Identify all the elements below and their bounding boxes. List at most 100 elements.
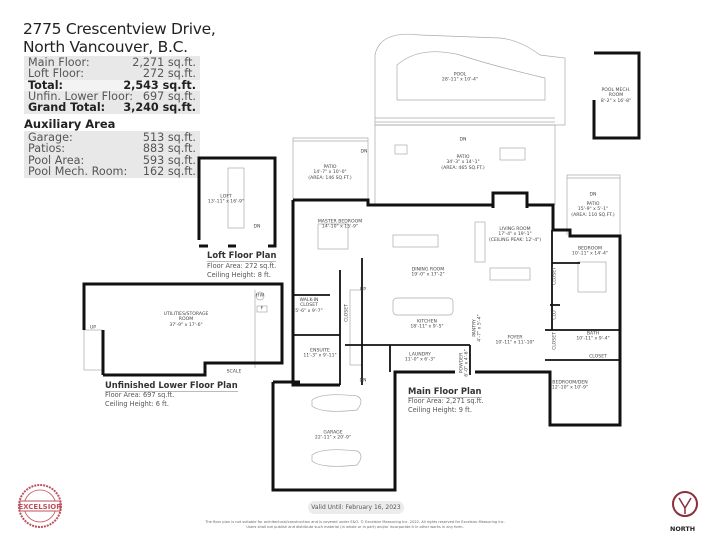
room-label-text: ROOM	[178, 317, 194, 323]
area-value: 3,240 sq.ft.	[123, 101, 196, 115]
lower-walls	[82, 282, 284, 377]
valid-until-badge: Valid Until: February 16, 2023	[308, 501, 404, 514]
closet-label: CLOSET	[589, 354, 607, 360]
room-label-text: 8'-2" x 16'-8"	[600, 98, 632, 104]
room-label-text: 11'-0" x 6'-3"	[404, 358, 436, 363]
pool-deck-outline	[374, 33, 566, 126]
excelsior-stamp-logo: EXCELSIOR	[16, 482, 64, 534]
main-plan-title: Main Floor Plan	[408, 386, 482, 398]
aux-value: 513 sq.ft.	[142, 131, 196, 144]
room-label-text: LIVING ROOM	[499, 226, 531, 232]
auxiliary-table: Garage:513 sq.ft. Patios:883 sq.ft. Pool…	[24, 131, 200, 179]
room-label-text: 22'-11" x 20'-9"	[314, 436, 352, 441]
north-logo	[672, 491, 698, 517]
steps	[375, 117, 555, 123]
loft-plan-info: Floor Area: 272 sq.ft.Ceiling Height: 8 …	[207, 262, 276, 279]
up-label: UP	[89, 325, 97, 331]
room-label-text: KITCHEN	[417, 319, 437, 325]
main-stairs	[349, 289, 363, 366]
dn-label: DN	[359, 378, 367, 384]
aux-value: 593 sq.ft.	[142, 153, 196, 167]
area-value: 272 sq.ft.	[142, 67, 196, 81]
ceiling-height: Ceiling Height: 6 ft.	[105, 399, 169, 408]
room-label-text: (AREA: 146 SQ.FT.)	[308, 175, 352, 181]
patio-right-outline	[566, 174, 621, 235]
area-value: 2,543 sq.ft.	[123, 78, 196, 92]
room-label-text: ROOM	[608, 93, 624, 99]
room-label-text: (CEILING PEAK: 12'-4")	[488, 237, 542, 243]
area-row: Unfin. Lower Floor:697 sq.ft.	[28, 89, 196, 103]
dn-label: DN	[253, 224, 261, 230]
area-row: Main Floor: 2,271 sq.ft.	[28, 56, 196, 69]
room-label-text: DINING ROOM	[411, 267, 445, 273]
patio-left-outline	[292, 137, 369, 200]
area-row: Loft Floor:272 sq.ft.	[28, 67, 196, 81]
floor-area: Floor Area: 697 sq.ft.	[105, 391, 175, 399]
room-label-text: BATH	[586, 331, 600, 337]
auxiliary-title: Auxiliary Area	[24, 117, 116, 131]
room-label-text: 4'-7" x 5'-4"	[478, 314, 483, 342]
room-label-text: 15'-9" x 5'-1"	[577, 207, 609, 213]
area-summary-table: Main Floor: 2,271 sq.ft. Loft Floor:272 s…	[24, 56, 200, 115]
room-label-text: 18'-11" x 9'-5"	[410, 325, 444, 330]
aux-row: Pool Mech. Room:162 sq.ft.	[28, 164, 196, 178]
sofa-2	[489, 267, 531, 281]
north-icon	[672, 491, 698, 517]
room-label-text: 14'-10" x 15'-9"	[321, 225, 359, 230]
closet-label: CLOSET	[344, 304, 350, 322]
dn-label: DN	[589, 192, 597, 198]
bedroom-bed	[577, 261, 607, 293]
pool-outline	[396, 51, 546, 101]
aux-row: Garage:513 sq.ft.	[28, 131, 196, 144]
area-label: Main Floor:	[28, 56, 90, 69]
area-row-grand-total: Grand Total:3,240 sq.ft.	[24, 102, 200, 113]
scale-label: SCALE	[226, 369, 242, 375]
address-line-2: North Vancouver, B.C.	[23, 38, 188, 56]
room-label-text: FOYER	[507, 335, 523, 341]
dn-label: DN	[459, 137, 467, 143]
ceiling-height: Ceiling Height: 9 ft.	[408, 405, 472, 414]
kitchen-island	[392, 297, 454, 316]
room-label-text: POOL MECH.	[601, 87, 631, 93]
room-label-text: 34'-3" x 14'-1"	[446, 160, 480, 166]
lower-plan-title: Unfinished Lower Floor Plan	[105, 380, 238, 392]
room-label-text: POOL	[453, 72, 467, 78]
patio-main-outline	[374, 124, 556, 205]
patio-table	[499, 147, 526, 161]
dining-table	[392, 234, 439, 248]
clo-label: CLO	[552, 310, 558, 320]
room-label-text: 19'-0" x 17'-2"	[411, 273, 445, 278]
closet-label: CLOSET	[552, 267, 558, 285]
patio-chair	[394, 144, 408, 155]
room-label-text: 14'-7" x 10'-0"	[313, 170, 347, 176]
aux-row: Patios:883 sq.ft.	[28, 142, 196, 156]
garage-cars	[311, 394, 362, 467]
area-label: Unfin. Lower Floor:	[28, 89, 134, 103]
room-label-text: 37'-9" x 17'-6"	[169, 322, 203, 328]
hw-tank	[255, 291, 265, 301]
aux-value: 162 sq.ft.	[142, 164, 196, 178]
aux-value: 883 sq.ft.	[142, 142, 196, 156]
stamp-icon: EXCELSIOR	[18, 484, 62, 528]
property-address: 2775 Crescentview Drive, North Vancouver…	[23, 20, 216, 56]
up-label: UP	[359, 287, 367, 293]
furnace-label: F	[260, 306, 264, 312]
area-value: 2,271 sq.ft.	[132, 56, 196, 69]
floor-area: Floor Area: 272 sq.ft.	[207, 262, 277, 270]
closet-label: CLOSET	[552, 332, 558, 350]
